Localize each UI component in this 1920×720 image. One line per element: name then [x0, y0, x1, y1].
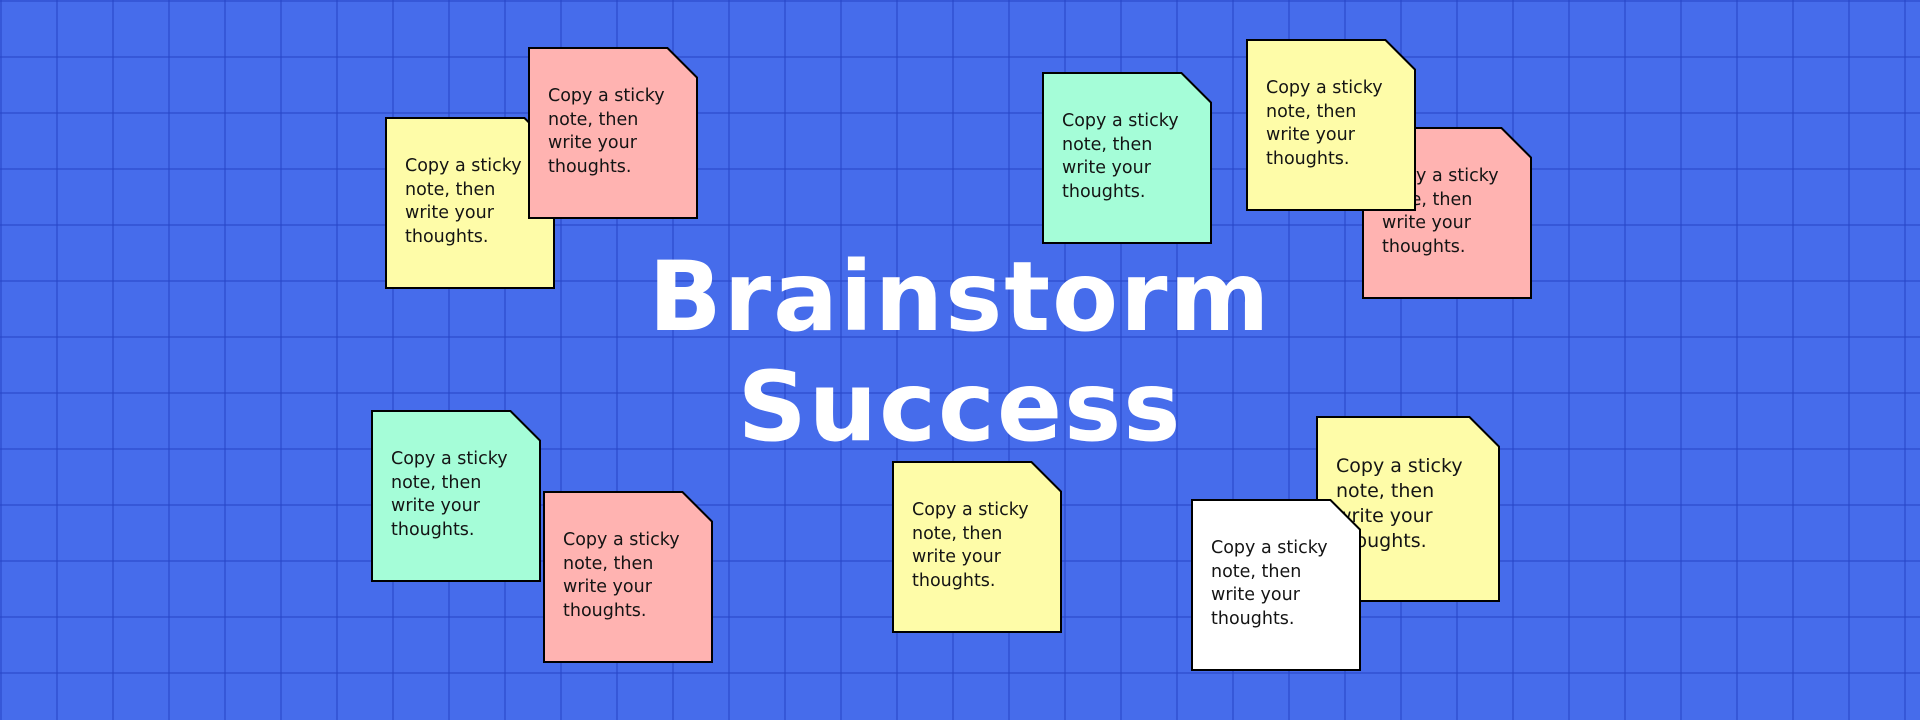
sticky-note-text: Copy a sticky note, then write your thou… — [563, 530, 680, 621]
sticky-note-text: Copy a sticky note, then write your thou… — [1211, 538, 1328, 629]
sticky-note-text: Copy a sticky note, then write your thou… — [912, 500, 1029, 591]
sticky-note[interactable]: Copy a sticky note, then write your thou… — [1316, 416, 1500, 602]
page-title: Brainstorm Success — [560, 242, 1360, 462]
sticky-note-text: Copy a sticky note, then write your thou… — [1062, 111, 1179, 202]
sticky-note-text: Copy a sticky note, then write your thou… — [405, 156, 522, 247]
sticky-note[interactable]: Copy a sticky note, then write your thou… — [1042, 72, 1212, 244]
sticky-note[interactable]: Copy a sticky note, then write your thou… — [892, 461, 1062, 633]
sticky-note-text: Copy a sticky note, then write your thou… — [548, 86, 665, 177]
title-line-1: Brainstorm — [648, 241, 1272, 353]
sticky-note[interactable]: Copy a sticky note, then write your thou… — [528, 47, 698, 219]
title-line-2: Success — [737, 351, 1183, 463]
sticky-note-text: Copy a sticky note, then write your thou… — [1266, 78, 1383, 169]
sticky-note-text: Copy a sticky note, then write your thou… — [391, 449, 508, 540]
sticky-note[interactable]: Copy a sticky note, then write your thou… — [385, 117, 555, 289]
sticky-note[interactable]: Copy a sticky note, then write your thou… — [1246, 39, 1416, 211]
sticky-note[interactable]: Copy a sticky note, then write your thou… — [371, 410, 541, 582]
sticky-note[interactable]: Copy a sticky note, then write your thou… — [543, 491, 713, 663]
sticky-note[interactable]: Copy a sticky note, then write your thou… — [1191, 499, 1361, 671]
